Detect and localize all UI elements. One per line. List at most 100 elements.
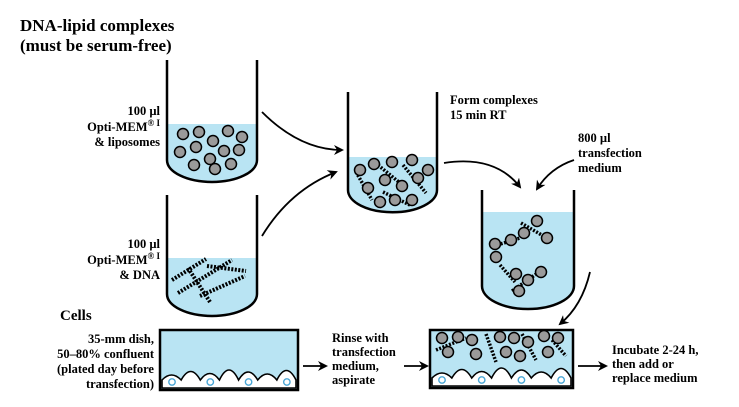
arrow-complex-to-dilution (443, 160, 522, 189)
liposome (551, 331, 565, 345)
transfection-medium-label-line-1: 800 µl (578, 131, 611, 145)
liposome (540, 231, 554, 245)
cell-nucleus (557, 376, 566, 384)
liposome (465, 333, 479, 347)
liposome (451, 330, 465, 344)
arrow-liposomes-to-complex (261, 111, 344, 155)
liposome (530, 214, 544, 228)
complex-group (435, 329, 568, 363)
transfection-medium-label-line-2: transfection (578, 146, 642, 160)
liposome (488, 237, 502, 251)
arrow-add-transfection-medium (535, 159, 575, 191)
arrow-to-dish (558, 271, 591, 326)
arrow-dna-to-complex (261, 170, 338, 237)
liposome (499, 345, 513, 359)
dna-strand (354, 171, 374, 201)
dna-strand (484, 333, 498, 363)
cell-monolayer (431, 367, 572, 387)
liposome-tube-volume-label: 100 µl (127, 104, 160, 118)
liposome (534, 265, 548, 279)
cells-description-line-3: (plated day before (57, 362, 154, 376)
diluted-complex-tube (480, 190, 576, 311)
liposome (224, 157, 238, 171)
liposome (203, 152, 217, 166)
form-complexes-label-line-1: Form complexes (450, 93, 538, 107)
liposome (353, 163, 367, 177)
incubate-label-line-2: then add or (612, 357, 674, 371)
dna-tube-medium-label: Opti-MEM® I (87, 251, 160, 267)
liposome (521, 273, 535, 287)
liposome (232, 143, 246, 157)
liposome (176, 127, 190, 141)
cell-nucleus (244, 378, 253, 386)
liposome (217, 144, 231, 158)
cell-nucleus (206, 378, 215, 386)
liposome (541, 345, 555, 359)
liposome (441, 345, 455, 359)
rinse-label-line-2: transfection (332, 345, 396, 359)
cell-monolayer (161, 369, 297, 389)
cell-nucleus (477, 376, 486, 384)
liposome (517, 226, 531, 240)
treated-cell-dish (428, 328, 575, 390)
liposome (509, 267, 523, 281)
liposome (507, 331, 521, 345)
liposome (388, 193, 402, 207)
cell-nucleus (282, 378, 291, 386)
liposome (373, 195, 387, 209)
dna-strand (376, 163, 402, 185)
dna-strand (435, 336, 467, 352)
liposome (493, 330, 507, 344)
liposome (489, 250, 503, 264)
liposome (421, 163, 435, 177)
cells-heading: Cells (60, 308, 92, 324)
liposome (361, 181, 375, 195)
complex-group (488, 214, 554, 298)
cells-description-line-2: 50–80% confluent (57, 347, 155, 361)
liposome (469, 347, 483, 361)
liposome (512, 284, 526, 298)
cells-description-line-1: 35-mm dish, (88, 332, 154, 346)
liposome-tube-content-label: & liposomes (94, 135, 160, 149)
dna-strands (170, 257, 247, 304)
liposome (173, 145, 187, 159)
rinse-label-line-3: medium, (332, 359, 379, 373)
title-line-1: DNA-lipid complexes (20, 16, 175, 35)
liposome (235, 130, 249, 144)
cells-description-line-4: transfection) (86, 377, 154, 391)
liposome (405, 153, 419, 167)
liposome (411, 171, 425, 185)
liposome (504, 233, 518, 247)
cell-nucleus (168, 378, 176, 386)
dna-tube (165, 195, 259, 318)
incubate-label-line-3: replace medium (612, 371, 698, 385)
complex-group (353, 153, 435, 209)
liposome (208, 162, 222, 176)
rinse-label-line-1: Rinse with (332, 331, 389, 345)
liposome (221, 124, 235, 138)
liposome (189, 140, 203, 154)
liposome (537, 329, 551, 343)
cell-nucleus (438, 376, 446, 384)
incubate-label-line-1: Incubate 2-24 h, (612, 343, 698, 357)
liposome (367, 157, 381, 171)
liposome (378, 173, 392, 187)
liposome (192, 125, 206, 139)
liposome (513, 349, 527, 363)
liposome (385, 155, 399, 169)
complex-tube (346, 92, 439, 214)
dna-tube-volume-label: 100 µl (127, 237, 160, 251)
liposome-group (173, 124, 249, 176)
form-complexes-label-line-2: 15 min RT (450, 108, 507, 122)
liposome (206, 134, 220, 148)
transfection-medium-label-line-3: medium (578, 161, 622, 175)
liposome (435, 331, 449, 345)
cell-layer (431, 367, 572, 387)
liposome (395, 179, 409, 193)
title-line-2: (must be serum-free) (20, 36, 172, 55)
liposome (521, 335, 535, 349)
liposome (187, 158, 201, 172)
liposome-tube (165, 60, 259, 184)
cell-dish (158, 328, 300, 392)
